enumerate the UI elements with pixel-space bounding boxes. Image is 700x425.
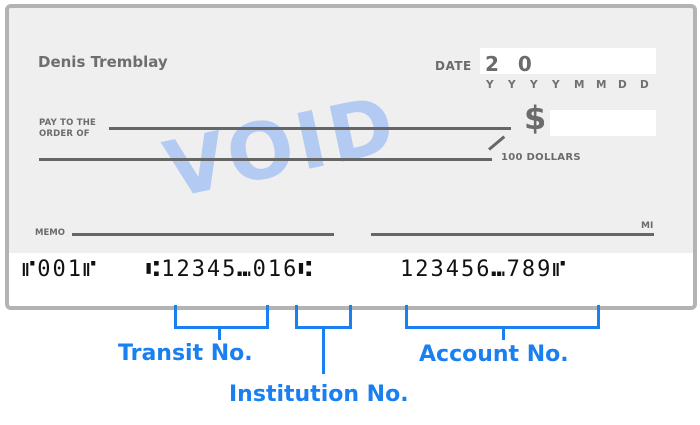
- amount-words-suffix: 100 DOLLARS: [501, 152, 581, 163]
- date-prefilled-value: 2 0: [485, 52, 538, 76]
- date-format-letter: Y: [508, 79, 516, 91]
- date-format-letter: D: [618, 79, 627, 91]
- fraction-slash: [488, 135, 506, 151]
- payee-line[interactable]: [109, 127, 511, 130]
- memo-line[interactable]: [72, 233, 334, 236]
- date-format-letter: M: [574, 79, 585, 91]
- institution-number-label: Institution No.: [229, 382, 409, 407]
- signature-line[interactable]: [371, 233, 654, 236]
- amount-words-line[interactable]: [39, 158, 492, 161]
- micr-transit-institution: ⑆12345⑉016⑆: [146, 257, 314, 282]
- transit-number-label: Transit No.: [118, 341, 253, 366]
- amount-field[interactable]: [550, 110, 656, 136]
- pay-to-label-line2: ORDER OF: [39, 129, 90, 139]
- micr-account-number: 123456⑉789⑈: [400, 257, 568, 282]
- pay-to-label-line1: PAY TO THE: [39, 118, 97, 128]
- dollar-sign-icon: $: [524, 99, 547, 137]
- date-format-letter: Y: [552, 79, 560, 91]
- transit-bracket: [174, 305, 269, 329]
- date-format-letter: Y: [486, 79, 494, 91]
- pay-to-label: PAY TO THE ORDER OF: [39, 118, 96, 140]
- institution-stem: [322, 326, 325, 374]
- micr-cheque-number: ⑈001⑈: [22, 257, 99, 282]
- account-stem: [502, 326, 505, 340]
- void-watermark: VOID: [157, 79, 406, 217]
- date-format-letter: M: [596, 79, 607, 91]
- account-holder-name: Denis Tremblay: [38, 53, 168, 71]
- date-format-letter: Y: [530, 79, 538, 91]
- date-field[interactable]: [480, 48, 656, 74]
- memo-label: MEMO: [35, 228, 65, 238]
- signature-label: MI: [641, 221, 654, 231]
- date-format-letter: D: [640, 79, 649, 91]
- micr-band: [9, 253, 693, 306]
- transit-stem: [218, 326, 221, 340]
- date-label: DATE: [435, 59, 472, 73]
- account-number-label: Account No.: [419, 342, 569, 367]
